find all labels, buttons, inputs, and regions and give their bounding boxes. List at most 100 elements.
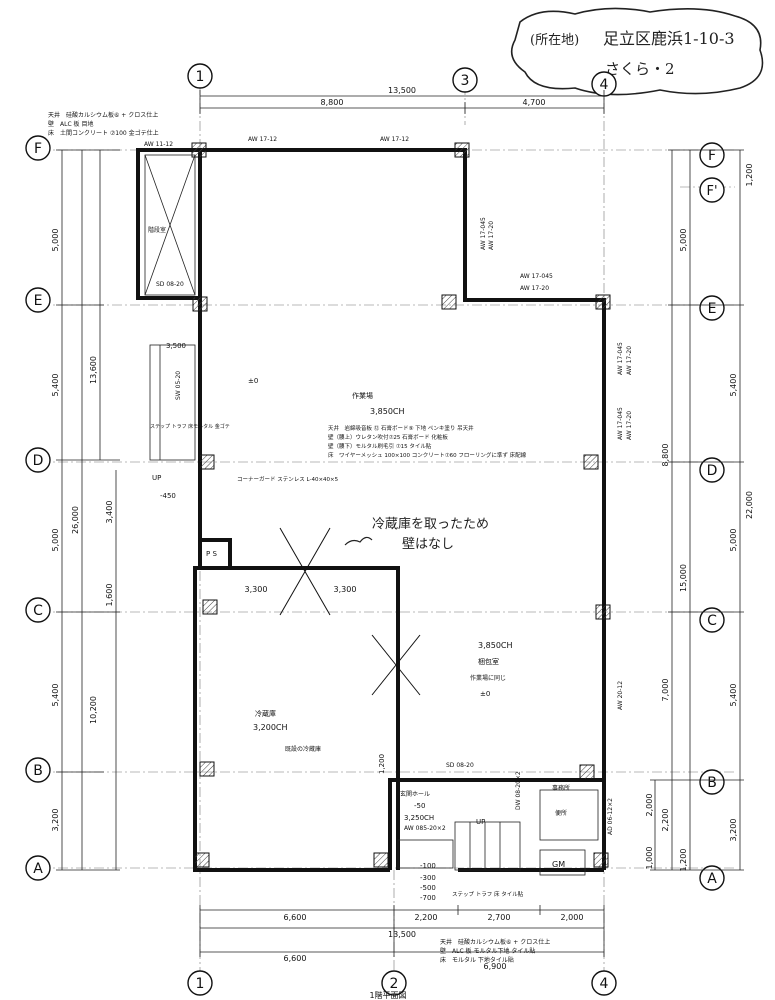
room-entrance: 玄関ホール: [400, 790, 430, 798]
dim-left-5000b: 5,000: [51, 529, 60, 552]
note-tl-2: 壁 ALC 板 目地: [48, 120, 93, 128]
interior-details: [144, 154, 599, 876]
window-aw1712b: AW 17-12: [380, 136, 409, 143]
row-markers-left: F E D C B A: [25, 135, 51, 881]
level-packing: ±0: [480, 690, 490, 698]
room-packing: 梱包室: [478, 657, 499, 666]
note-work-3: 壁（腰下）モルタル刷毛引 ⑦15 タイル貼: [328, 442, 432, 450]
room-freezer-note: 既設の冷蔵庫: [285, 745, 321, 753]
dim-left-3200: 3,200: [51, 809, 60, 832]
window-aw2012: AW 20-12: [617, 681, 624, 710]
window-ad0612: AD 06-12×2: [607, 798, 614, 835]
window-aw17045b: AW 17-045: [520, 273, 553, 280]
grid-marker-col-2-bottom: 2: [381, 970, 407, 996]
dim-left-5400b: 5,400: [51, 684, 60, 707]
note-work-1: 天井 岩綿吸音板 ⑫ 石膏ボード⑨ 下地 ペンキ塗り 吊天井: [328, 424, 474, 432]
address-text: 足立区鹿浜1-10-3: [603, 29, 735, 48]
grid-marker-row-E-left: E: [25, 287, 51, 313]
svg-text:2: 2: [390, 976, 399, 992]
dim-left-5000: 5,000: [51, 229, 60, 252]
window-labels: AW 11-12 AW 17-12 AW 17-12 AW 17-045 AW …: [144, 136, 633, 835]
dim-right-2200: 2,200: [661, 809, 670, 832]
svg-text:D: D: [33, 453, 44, 469]
svg-text:B: B: [33, 763, 43, 779]
grid-marker-row-B-left: B: [25, 757, 51, 783]
grid-marker-col-1-bottom: 1: [187, 970, 213, 996]
window-aw0852: AW 085-20×2: [404, 825, 446, 832]
dim-right-5400b: 5,400: [729, 684, 738, 707]
level-m100: -100: [420, 862, 436, 870]
window-aw1720c: AW 17-20: [626, 346, 633, 375]
building-walls: [136, 148, 606, 872]
svg-text:3: 3: [461, 73, 470, 89]
grid-marker-row-F2-right: F': [699, 177, 725, 203]
room-freezer: 冷蔵庫: [255, 709, 276, 718]
grid-marker-col-1-top: 1: [187, 63, 213, 89]
dim-right-7000: 7,000: [661, 679, 670, 702]
svg-text:E: E: [708, 301, 717, 317]
note-stair: ステップ トラフ 床モルタル 金ゴテ: [150, 423, 230, 430]
dim-left-1600: 1,600: [105, 584, 114, 607]
gm-label: GM: [552, 860, 565, 869]
dim-right-8800: 8,800: [661, 444, 670, 467]
dimensions-left: [56, 149, 120, 871]
dim-bottom-6600b: 6,600: [284, 954, 307, 963]
grid-marker-row-B-right: B: [699, 769, 725, 795]
dim-top-left: 8,800: [321, 98, 344, 107]
dim-right-5000b: 5,000: [729, 529, 738, 552]
dim-left-13600: 13,600: [89, 356, 98, 384]
room-freezer-height: 3,200CH: [253, 723, 288, 732]
finish-notes-bottom: 天井 硅酸カルシウム板⑥ + クロス仕上 壁 ALC 板 モルタル下地 タイル貼…: [440, 938, 550, 964]
svg-text:4: 4: [600, 77, 609, 93]
grid-marker-row-A-left: A: [25, 855, 51, 881]
finish-notes-top-left: 天井 硅酸カルシウム板⑥ + クロス仕上 壁 ALC 板 目地 床 土間コンクリ…: [48, 111, 159, 137]
note-tl-1: 天井 硅酸カルシウム板⑥ + クロス仕上: [48, 111, 158, 119]
note-stair-bottom: ステップ トラフ 床 タイル貼: [452, 890, 524, 898]
dim-bottom-2200: 2,200: [415, 913, 438, 922]
handwritten-note-2: 壁はなし: [402, 537, 454, 552]
grid-marker-row-F-right: F: [699, 142, 725, 168]
svg-text:B: B: [707, 775, 717, 791]
handwritten-note-1: 冷蔵庫を取ったため: [372, 517, 489, 532]
finish-notes-workroom: 天井 岩綿吸音板 ⑫ 石膏ボード⑨ 下地 ペンキ塗り 吊天井 壁（腰上）ウレタン…: [150, 423, 527, 898]
room-toilet: 便所: [555, 809, 567, 817]
dim-inner-3300b: 3,300: [334, 585, 357, 594]
svg-text:4: 4: [600, 976, 609, 992]
window-sd0820a: SD 08-20: [156, 281, 184, 288]
window-sw0520: SW 05-20: [175, 371, 182, 400]
dim-right-5000: 5,000: [679, 229, 688, 252]
svg-text:F: F: [34, 141, 42, 157]
dim-right-5400: 5,400: [729, 374, 738, 397]
dim-bottom-6600: 6,600: [284, 913, 307, 922]
window-aw1720b: AW 17-20: [520, 285, 549, 292]
svg-text:A: A: [33, 861, 43, 877]
level-m450: -450: [160, 492, 176, 500]
dim-right-22000: 22,000: [745, 491, 754, 519]
note-work-2: 壁（腰上）ウレタン吹付⑦25 石膏ボード 化粧板: [328, 433, 448, 441]
svg-text:E: E: [34, 293, 43, 309]
dimensions-bottom: [199, 905, 605, 957]
dim-top-total: 13,500: [388, 86, 416, 95]
dim-inner-3500: 3,500: [166, 342, 186, 350]
dim-left-26000: 26,000: [71, 506, 80, 534]
up-label-2: UP: [476, 818, 485, 826]
ps-label: P S: [206, 550, 217, 558]
structural-columns: [191, 142, 611, 868]
window-aw17045a: AW 17-045: [480, 217, 487, 250]
window-aw17045c: AW 17-045: [617, 342, 624, 375]
dimensions-top: [199, 90, 605, 114]
dim-left-3400: 3,400: [105, 501, 114, 524]
svg-text:F': F': [706, 184, 717, 199]
grid-lines: [40, 85, 735, 985]
address-cloud: (所在地) 足立区鹿浜1-10-3 さくら・2: [510, 7, 764, 96]
grid-marker-col-3-top: 3: [452, 67, 478, 93]
svg-text:C: C: [707, 613, 717, 629]
dim-left-10200: 10,200: [89, 696, 98, 724]
room-packing-height: 3,850CH: [478, 641, 513, 650]
svg-text:F: F: [708, 148, 716, 164]
row-markers-right: F F' E D C B A: [699, 142, 725, 891]
building-name: さくら・2: [605, 60, 675, 78]
level-m300: -300: [420, 874, 436, 882]
dim-right-1200b: 1,200: [679, 849, 688, 872]
room-workroom-height: 3,850CH: [370, 407, 405, 416]
